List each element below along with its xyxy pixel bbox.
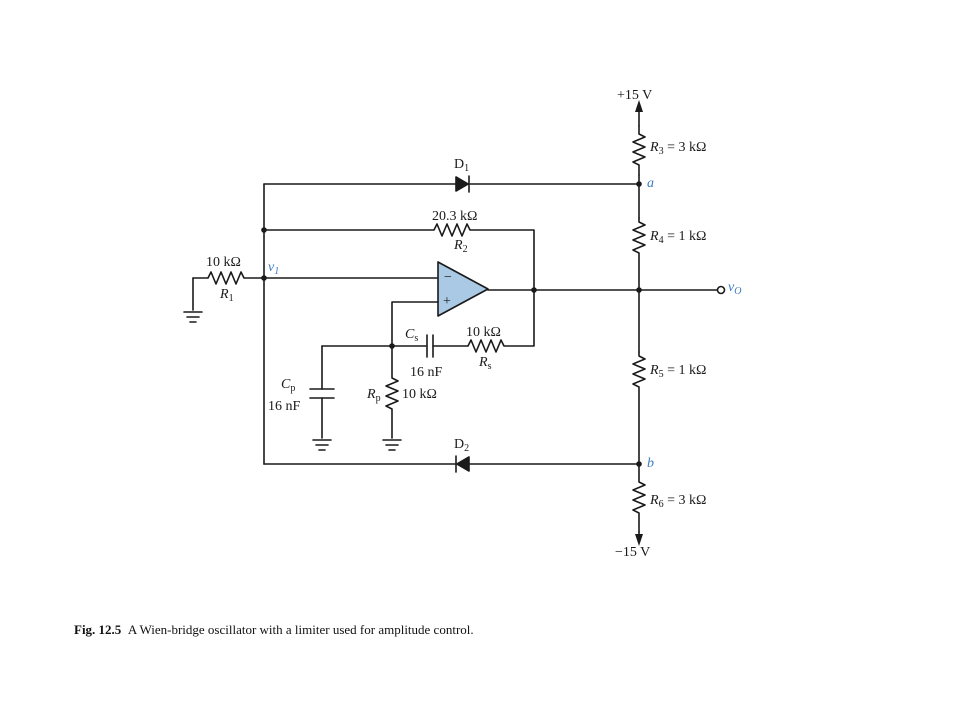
label-Cp: Cp <box>281 377 295 394</box>
junction-v1 <box>261 275 267 281</box>
diode-D2 <box>456 456 470 472</box>
resistor-R3 <box>632 125 646 176</box>
supply-neg-arrowhead <box>635 534 643 546</box>
label-R6: R6 = 3 kΩ <box>649 493 706 510</box>
opamp-plus: + <box>443 294 451 309</box>
capacitor-Cp <box>309 388 335 399</box>
label-Rs-value: 10 kΩ <box>466 325 501 340</box>
label-node-b: b <box>647 456 654 471</box>
capacitor-Cs <box>426 334 434 358</box>
label-v1: v1 <box>268 260 279 277</box>
label-node-a: a <box>647 176 654 191</box>
label-Rp-value: 10 kΩ <box>402 387 437 402</box>
resistor-R4 <box>632 217 646 291</box>
resistor-R5 <box>632 351 646 465</box>
label-supply-pos: +15 V <box>617 88 652 103</box>
resistor-R1 <box>192 271 265 285</box>
wire-noninverting-input <box>391 301 439 347</box>
supply-pos-arrowhead <box>635 100 643 112</box>
label-Cs: Cs <box>405 327 418 344</box>
label-Rp: Rp <box>366 387 381 404</box>
junction-a <box>636 181 642 187</box>
label-D2: D2 <box>454 437 469 454</box>
label-R4: R4 = 1 kΩ <box>649 229 706 246</box>
figure-number: Fig. 12.5 <box>74 622 122 637</box>
label-R2: R2 <box>453 238 468 255</box>
figure-caption-text: A Wien-bridge oscillator with a limiter … <box>127 622 474 637</box>
label-R1-value: 10 kΩ <box>206 255 241 270</box>
label-D1: D1 <box>454 157 469 174</box>
label-R5: R5 = 1 kΩ <box>649 363 706 380</box>
junction-out-feedback <box>531 287 537 293</box>
junction-b <box>636 461 642 467</box>
wire-R2-feedback <box>263 223 535 291</box>
label-vo: vO <box>728 280 741 297</box>
label-R3: R3 = 3 kΩ <box>649 140 706 157</box>
figure-caption: Fig. 12.5 A Wien-bridge oscillator with … <box>74 622 474 638</box>
label-Cp-value: 16 nF <box>268 399 301 414</box>
label-R2-value: 20.3 kΩ <box>432 209 477 224</box>
junction-left-top <box>261 227 267 233</box>
output-terminal <box>716 285 726 295</box>
ground-R1 <box>183 311 203 323</box>
junction-series <box>389 343 395 349</box>
junction-out-rail <box>636 287 642 293</box>
resistor-Rp <box>385 345 399 439</box>
opamp <box>437 261 489 317</box>
resistor-R6 <box>632 463 646 533</box>
label-Rs: Rs <box>478 355 492 372</box>
label-R1: R1 <box>219 287 234 304</box>
label-supply-neg: −15 V <box>615 545 650 560</box>
label-Cs-value: 16 nF <box>410 365 443 380</box>
resistor-Rs <box>432 289 535 353</box>
ground-Rp <box>382 439 402 451</box>
diode-D1 <box>455 176 469 192</box>
opamp-minus: − <box>444 270 452 285</box>
ground-Cp <box>312 439 332 451</box>
